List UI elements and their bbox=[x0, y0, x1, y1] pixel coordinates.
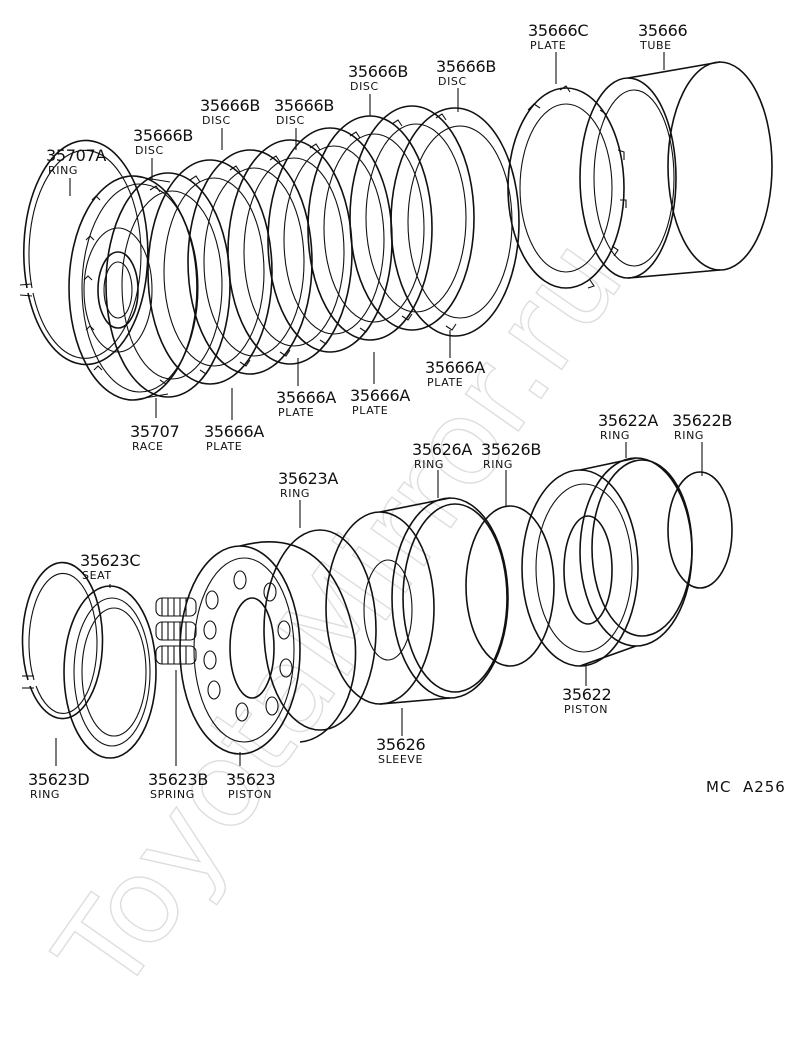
part-name: PISTON bbox=[228, 788, 272, 801]
callout-35666[interactable]: 35666 TUBE bbox=[638, 21, 688, 52]
callout-35622a[interactable]: 35622A RING bbox=[598, 411, 659, 442]
part-number: 35623D bbox=[28, 770, 89, 789]
part-name: PISTON bbox=[564, 703, 608, 716]
part-name: SLEEVE bbox=[378, 753, 423, 766]
callout-35666a-2[interactable]: 35666A PLATE bbox=[276, 388, 337, 419]
sleeve-35626 bbox=[325, 497, 509, 705]
part-name: PLATE bbox=[530, 39, 566, 52]
part-name: SPRING bbox=[150, 788, 195, 801]
part-number: 35707 bbox=[130, 422, 179, 441]
part-name: DISC bbox=[350, 80, 379, 93]
snap-ring-35623d bbox=[21, 561, 104, 720]
callout-35623[interactable]: 35623 PISTON bbox=[226, 770, 276, 801]
part-number: 35622A bbox=[598, 411, 658, 430]
part-name: SEAT bbox=[82, 569, 112, 582]
part-name: PLATE bbox=[427, 376, 463, 389]
part-number: 35666A bbox=[276, 388, 336, 407]
part-name: DISC bbox=[135, 144, 164, 157]
callout-35666b-5[interactable]: 35666B DISC bbox=[436, 57, 496, 88]
callout-35626[interactable]: 35626 SLEEVE bbox=[376, 735, 426, 766]
part-number: 35666A bbox=[425, 358, 485, 377]
callout-35622[interactable]: 35622 PISTON bbox=[562, 685, 612, 716]
part-name: RING bbox=[414, 458, 444, 471]
part-number: 35623C bbox=[80, 551, 140, 570]
seat-35623c bbox=[63, 585, 157, 759]
part-number: 35707A bbox=[46, 146, 106, 165]
callout-35666b-1[interactable]: 35666B DISC bbox=[133, 126, 193, 157]
leader-lines bbox=[55, 52, 703, 766]
part-name: PLATE bbox=[206, 440, 242, 453]
callout-35666a-3[interactable]: 35666A PLATE bbox=[350, 386, 411, 417]
ring-35623a bbox=[263, 529, 377, 731]
callout-35666a-4[interactable]: 35666A PLATE bbox=[425, 358, 486, 389]
callout-35623b[interactable]: 35623B SPRING bbox=[148, 770, 208, 801]
callout-35626b[interactable]: 35626B RING bbox=[481, 440, 541, 471]
callout-35666b-4[interactable]: 35666B DISC bbox=[348, 62, 408, 93]
part-name: TUBE bbox=[639, 39, 672, 52]
part-number: 35626A bbox=[412, 440, 472, 459]
part-number: 35623 bbox=[226, 770, 275, 789]
part-number: 35666B bbox=[133, 126, 193, 145]
clutch-pack-discs-plates bbox=[105, 105, 520, 398]
ring-35622a bbox=[591, 459, 693, 637]
part-number: 35623B bbox=[148, 770, 208, 789]
callout-35623a[interactable]: 35623A RING bbox=[278, 469, 339, 500]
callout-35623c[interactable]: 35623C SEAT bbox=[80, 551, 141, 582]
callout-35666a-1[interactable]: 35666A PLATE bbox=[204, 422, 265, 453]
part-number: 35666C bbox=[528, 21, 588, 40]
callout-35707[interactable]: 35707 RACE bbox=[130, 422, 180, 453]
piston-35622 bbox=[521, 457, 693, 667]
part-number: 35666A bbox=[204, 422, 264, 441]
callout-35666b-2[interactable]: 35666B DISC bbox=[200, 96, 260, 127]
part-number: 35666B bbox=[200, 96, 260, 115]
part-name: RING bbox=[600, 429, 630, 442]
callout-35666c[interactable]: 35666C PLATE bbox=[528, 21, 589, 52]
callout-35623d[interactable]: 35623D RING bbox=[28, 770, 90, 801]
watermark: ToyotaMirror.ru bbox=[29, 214, 649, 1017]
part-name: DISC bbox=[438, 75, 467, 88]
part-number: 35666B bbox=[348, 62, 408, 81]
part-number: 35666B bbox=[274, 96, 334, 115]
tube-35666 bbox=[579, 61, 773, 279]
part-number: 35626 bbox=[376, 735, 426, 754]
callout-35622b[interactable]: 35622B RING bbox=[672, 411, 732, 442]
race-35707 bbox=[68, 175, 199, 401]
part-number: 35622B bbox=[672, 411, 732, 430]
part-number: 35666A bbox=[350, 386, 410, 405]
callout-35626a[interactable]: 35626A RING bbox=[412, 440, 473, 471]
ring-35626a bbox=[402, 503, 508, 693]
part-name: RING bbox=[30, 788, 60, 801]
ring-35626b bbox=[465, 505, 555, 667]
part-name: DISC bbox=[276, 114, 305, 127]
part-number: 35623A bbox=[278, 469, 338, 488]
ring-35622b bbox=[667, 471, 733, 589]
part-name: PLATE bbox=[278, 406, 314, 419]
part-name: PLATE bbox=[352, 404, 388, 417]
part-number: 35622 bbox=[562, 685, 611, 704]
part-name: RING bbox=[674, 429, 704, 442]
part-name: DISC bbox=[202, 114, 231, 127]
part-number: 35666B bbox=[436, 57, 496, 76]
figure-code: MC A256 bbox=[706, 778, 786, 796]
callout-35666b-3[interactable]: 35666B DISC bbox=[274, 96, 334, 127]
part-number: 35666 bbox=[638, 21, 688, 40]
part-name: RING bbox=[48, 164, 78, 177]
part-name: RACE bbox=[132, 440, 164, 453]
part-name: RING bbox=[483, 458, 513, 471]
part-number: 35626B bbox=[481, 440, 541, 459]
part-name: RING bbox=[280, 487, 310, 500]
callout-35707a[interactable]: 35707A RING bbox=[46, 146, 107, 177]
springs-35623b bbox=[155, 597, 197, 665]
